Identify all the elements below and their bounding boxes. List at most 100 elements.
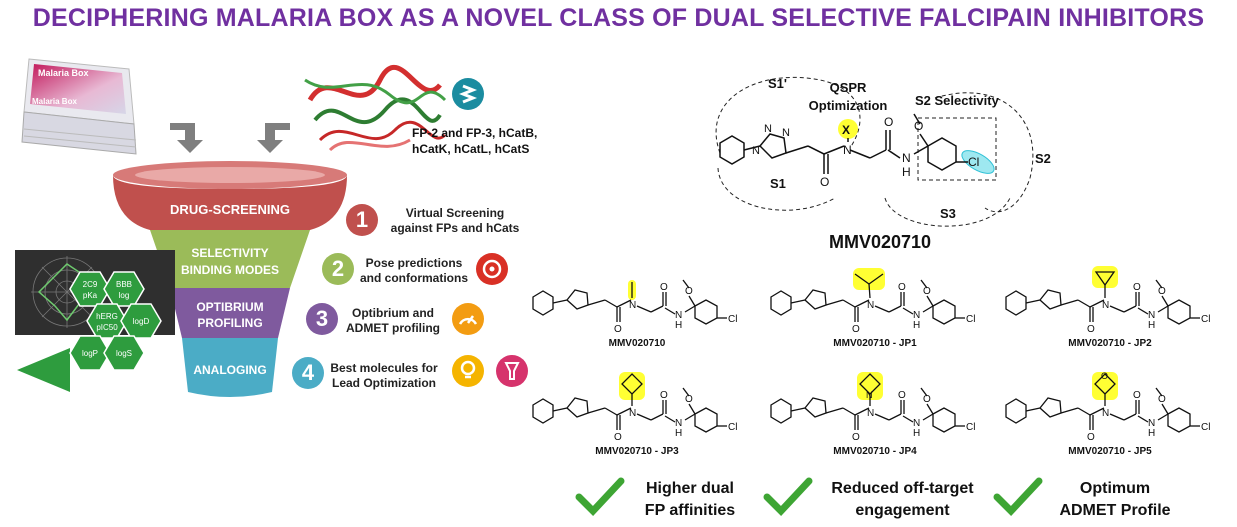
substituent-methyl [628,280,636,300]
main-molecule-diagram: S1' S1 S2 S3 QSPR Optimization S2 Select… [715,76,1051,227]
hex-herg: hERG [96,312,118,321]
pocket-s3-outline [884,197,1011,227]
pocket-s1-label: S1 [770,176,786,191]
funnel-stage-4 [182,338,278,397]
analog-molecule-4 [532,372,739,444]
svg-text:O: O [1101,371,1108,381]
amine-n-label: N [902,151,911,165]
stage-analoging: ANALOGING [193,363,266,377]
pocket-s3-label: S3 [940,206,956,221]
hex-pka: pKa [83,291,98,300]
analog-molecule-1 [532,279,739,336]
input-arrows [170,123,290,153]
hex-pic50: pIC50 [96,323,118,332]
svg-text:N: N [866,390,873,400]
screening-funnel: DRUG-SCREENING SELECTIVITY BINDING MODES… [113,161,347,397]
pocket-s2-outline [934,92,1034,213]
x-highlight [838,119,858,139]
funnel-stage-1 [113,175,347,230]
hex-bbb: BBB [116,280,132,289]
molecule-label-3: MMV020710 - JP2 [1068,338,1152,349]
analog-molecule-3 [1005,266,1212,336]
hex-2c9: 2C9 [83,280,98,289]
box-label: Malaria Box [38,68,89,78]
targets-line-1: FP-2 and FP-3, hCatB, [412,126,538,140]
stage-selectivity: SELECTIVITY [191,246,268,260]
step-3-line-1: Optibrium and [352,306,434,320]
s2-selectivity-label: S2 Selectivity [915,93,1000,108]
admet-hexagons: 2C9 pKa BBB log hERG pIC50 logD logP log… [69,271,162,371]
main-molecule-name: MMV020710 [828,232,932,252]
malaria-box-image: Malaria Box Malaria Box [21,58,137,155]
step-1-line-1: Virtual Screening [405,206,505,220]
protein-structure-image [304,64,447,152]
amine-h-label: H [902,165,911,179]
triazole-n1-label: N [764,123,772,135]
benefit-3-line-2: ADMET Profile [1059,502,1171,519]
check-icon-2 [763,477,813,517]
benefit-1-line-1: Higher dual [645,480,734,497]
molecule-label-2: MMV020710 - JP1 [833,338,917,349]
page-title: DECIPHERING MALARIA BOX AS A NOVEL CLASS… [32,4,1205,32]
analog-molecule-5: N [770,372,977,444]
step-1-line-2: against FPs and hCats [390,221,520,235]
methoxy-o-label: O [914,119,923,133]
check-icon-3 [993,477,1043,517]
molecule-label-6: MMV020710 - JP5 [1068,446,1152,457]
hex-logp: logP [82,349,98,358]
substituent-azetidinyl: N [857,372,883,406]
molecule-scaffold [1005,279,1212,336]
molecule-label-5: MMV020710 - JP4 [833,446,917,457]
amide-n-label: N [843,143,852,157]
benefit-2-line-2: engagement [855,502,950,519]
benefit-3-line-1: Optimum [1079,480,1151,497]
stage-profiling: PROFILING [197,316,262,330]
cl-highlight [961,150,995,174]
gauge-icon [452,303,484,335]
substituent-cyclopropyl [1092,266,1118,298]
arrow-down-right-icon [170,123,203,153]
analog-molecule-2 [770,268,977,336]
benefit-1-line-2: FP affinities [644,502,736,519]
triazole-n2-label: N [782,127,790,139]
hex-wedge [17,348,70,392]
funnel-stage-3 [170,288,290,338]
arrow-down-left-icon [257,123,290,153]
box-label-2: Malaria Box [32,97,77,106]
carbonyl-o2-label: O [884,115,893,129]
step-3-line-2: ADMET profiling [346,321,440,335]
qspr-line-2: Optimization [809,98,888,113]
stage-binding-modes: BINDING MODES [181,263,279,277]
step-2-line-1: Pose predictions [365,256,463,270]
funnel-stage-2 [150,230,310,288]
pocket-s1p-outline [715,76,861,154]
pocket-s1-outline [717,167,836,211]
targets-line-2: hCatK, hCatL, hCatS [412,142,530,156]
helix-icon [452,78,484,110]
step-4-line-1: Best molecules for [330,361,438,375]
step-4-number: 4 [292,357,324,389]
hex-logd: logD [133,317,150,326]
pocket-s1p-label: S1' [768,76,787,91]
hex-logs: logS [116,349,132,358]
molecule-label-4: MMV020710 - JP3 [595,446,679,457]
molecule-label-1: MMV020710 [608,338,666,349]
stage-optibrium: OPTIBRIUM [196,300,263,314]
target-icon [476,253,508,285]
check-icon-1 [575,477,625,517]
step-1-number: 1 [346,204,378,236]
triazole-n3-label: N [752,145,760,157]
benefit-2-line-1: Reduced off-target [831,480,974,497]
pocket-s2-label: S2 [1035,151,1051,166]
x-atom-label: X [842,123,850,137]
analog-molecule-6: O [1005,371,1212,444]
analog-molecule-grid: N O O N H O Cl NO [532,266,1212,444]
substituent-isopropyl [853,268,885,299]
lightbulb-icon [452,355,484,387]
qspr-line-1: QSPR [830,80,867,95]
substituent-cyclobutyl [619,372,645,406]
carbonyl-o-label: O [820,175,829,189]
step-2-line-2: and conformations [359,271,468,285]
chloro-label: Cl [968,155,979,169]
hex-bbb-log: log [119,291,130,300]
